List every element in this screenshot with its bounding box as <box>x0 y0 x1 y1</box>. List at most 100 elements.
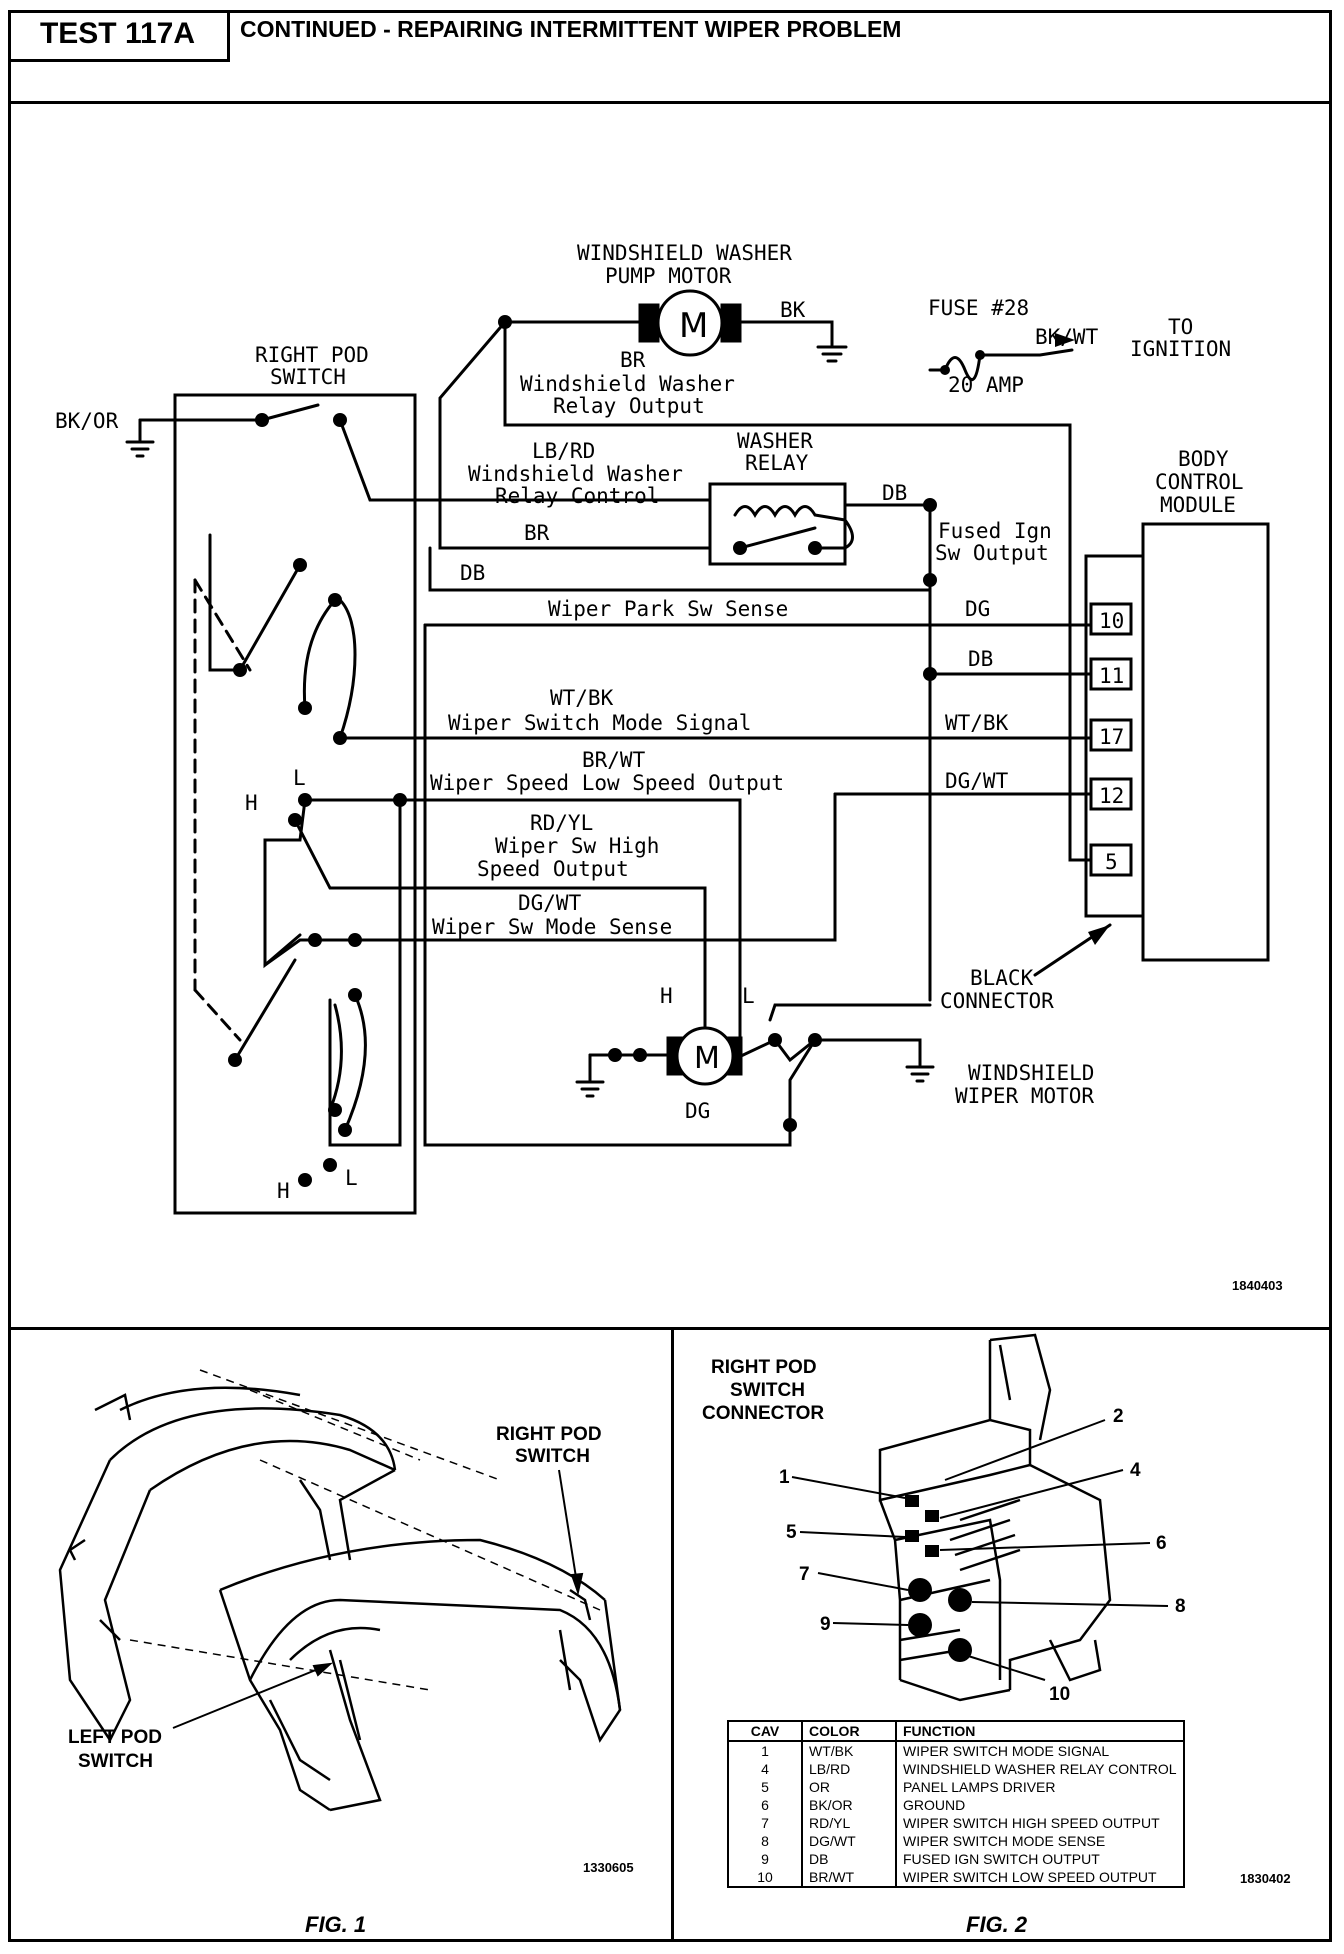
bcm-pin-12: 12 <box>1099 784 1124 808</box>
label-dg-wt-right: DG/WT <box>945 769 1009 793</box>
schematic-figure-id: 1840403 <box>1232 1278 1283 1293</box>
callout-4: 4 <box>1130 1460 1141 1481</box>
label-br-relay: BR <box>524 521 550 545</box>
callout-9: 9 <box>820 1614 831 1635</box>
fused-ign-2: Sw Output <box>935 541 1049 565</box>
black-connector-box <box>1084 554 1145 918</box>
fig2-title-1: RIGHT POD <box>711 1357 817 1378</box>
label-db-relay: DB <box>882 481 907 505</box>
color-cell: DG/WT <box>802 1832 897 1850</box>
callout-2: 2 <box>1113 1406 1124 1427</box>
bcm-label-2: CONTROL <box>1155 470 1244 494</box>
pump-motor-m: M <box>679 306 708 346</box>
fig2-caption: FIG. 2 <box>966 1912 1028 1937</box>
page-title: CONTINUED - REPAIRING INTERMITTENT WIPER… <box>240 16 902 42</box>
col-cav: CAV <box>729 1722 803 1742</box>
function-cell: WIPER SWITCH MODE SENSE <box>903 1833 1106 1849</box>
to-ignition-1: TO <box>1168 315 1193 339</box>
color-cell: LB/RD <box>802 1760 897 1778</box>
callout-8: 8 <box>1175 1596 1186 1617</box>
wiper-motor-label-2: WIPER MOTOR <box>955 1084 1094 1108</box>
color-cell: BK/OR <box>802 1796 897 1814</box>
to-ignition-2: IGNITION <box>1130 337 1231 361</box>
label-bk-wt: BK/WT <box>1035 325 1099 349</box>
col-function: FUNCTION <box>896 1722 1183 1742</box>
function-cell: WIPER SWITCH LOW SPEED OUTPUT <box>903 1869 1157 1885</box>
function-cell: GROUND <box>903 1797 966 1813</box>
figure-divider <box>671 1327 674 1942</box>
bcm-label-3: MODULE <box>1160 493 1236 517</box>
fig1-left-pod-1: LEFT POD <box>68 1727 162 1748</box>
label-lb-rd: LB/RD <box>532 439 595 463</box>
label-db-11: DB <box>968 647 993 671</box>
fused-ign-1: Fused Ign <box>938 519 1052 543</box>
label-wt-bk-right: WT/BK <box>945 711 1009 735</box>
fuse-amp: 20 AMP <box>948 373 1024 397</box>
wiper-park-label: Wiper Park Sw Sense <box>548 597 788 621</box>
black-connector-2: CONNECTOR <box>940 989 1054 1013</box>
cav-cell: 5 <box>729 1778 803 1796</box>
function-cell: PANEL LAMPS DRIVER <box>903 1779 1056 1795</box>
right-pod-label-1: RIGHT POD <box>255 343 369 367</box>
header-divider <box>8 101 1332 104</box>
color-cell: OR <box>802 1778 897 1796</box>
fig1-caption: FIG. 1 <box>305 1912 366 1937</box>
black-connector-1: BLACK <box>970 966 1034 990</box>
washer-relay-box <box>708 482 847 566</box>
fig1-left-pod-2: SWITCH <box>78 1751 153 1772</box>
callout-5: 5 <box>786 1522 797 1543</box>
cav-cell: 8 <box>729 1832 803 1850</box>
washer-relay-1: WASHER <box>737 429 813 453</box>
label-br-pump: BR <box>620 348 646 372</box>
cav-cell: 9 <box>729 1850 803 1868</box>
callout-6: 6 <box>1156 1533 1167 1554</box>
label-h-motor: H <box>660 984 673 1008</box>
pump-title-1: WINDSHIELD WASHER <box>577 241 792 265</box>
relay-output-2: Relay Output <box>553 394 705 418</box>
color-cell: WT/BK <box>802 1741 897 1760</box>
label-bk-or: BK/OR <box>55 409 119 433</box>
label-dg-motor: DG <box>685 1099 710 1123</box>
label-rd-yl: RD/YL <box>530 811 593 835</box>
page-frame <box>8 10 1332 1942</box>
function-cell: WINDSHIELD WASHER RELAY CONTROL <box>903 1761 1177 1777</box>
relay-output-1: Windshield Washer <box>520 372 735 396</box>
wiper-high-label-1: Wiper Sw High <box>495 834 659 858</box>
label-h-top: H <box>245 791 258 815</box>
wiper-low-label: Wiper Speed Low Speed Output <box>430 771 784 795</box>
fuse-title: FUSE #28 <box>928 296 1029 320</box>
fig2-title-2: SWITCH <box>730 1380 805 1401</box>
bcm-pin-10: 10 <box>1099 609 1124 633</box>
relay-control-2: Relay Control <box>495 484 659 508</box>
label-br-wt: BR/WT <box>582 748 646 772</box>
wiper-mode-signal-label: Wiper Switch Mode Signal <box>448 711 751 735</box>
label-bk: BK <box>780 298 806 322</box>
right-pod-switch-box <box>173 393 417 1215</box>
label-l-bottom: L <box>345 1166 358 1190</box>
fig1-right-pod-2: SWITCH <box>515 1446 590 1467</box>
callout-7: 7 <box>799 1564 810 1585</box>
cav-cell: 4 <box>729 1760 803 1778</box>
bcm-pin-11: 11 <box>1099 664 1124 688</box>
bcm-label-1: BODY <box>1178 447 1229 471</box>
label-wt-bk: WT/BK <box>550 686 614 710</box>
function-cell: FUSED IGN SWITCH OUTPUT <box>903 1851 1100 1867</box>
relay-control-1: Windshield Washer <box>468 462 683 486</box>
section-divider <box>8 1327 1332 1330</box>
cav-cell: 7 <box>729 1814 803 1832</box>
bcm-pin-17: 17 <box>1099 725 1124 749</box>
function-cell: WIPER SWITCH MODE SIGNAL <box>903 1743 1110 1759</box>
fig1-right-pod-1: RIGHT POD <box>496 1424 602 1445</box>
instrument-panel-shape <box>58 1369 622 1812</box>
test-label: TEST 117A <box>8 10 230 62</box>
